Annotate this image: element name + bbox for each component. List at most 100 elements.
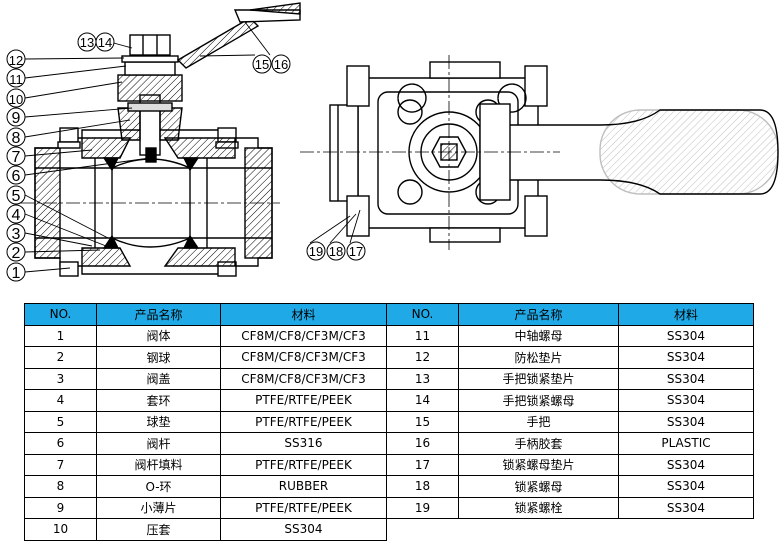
cell-material: PTFE/RTFE/PEEK [220, 496, 387, 519]
cell-no: 15 [386, 410, 459, 433]
callout-numbers-left: 1 2 3 4 5 6 7 8 9 10 11 12 13 14 15 16 [9, 35, 288, 282]
callout-16 [271, 54, 291, 74]
callout-1-label: 1 [12, 265, 21, 282]
cell-no: 12 [386, 346, 459, 369]
cell-no: 17 [386, 453, 459, 476]
cell-material: PTFE/RTFE/PEEK [220, 389, 387, 412]
cell-material: SS304 [618, 324, 754, 347]
callout-12 [6, 49, 26, 69]
cell-name: 手把锁紧垫片 [458, 367, 619, 390]
cell-no: 14 [386, 389, 459, 412]
cell-name: 阀杆填料 [96, 453, 221, 476]
callout-17-label: 17 [349, 244, 363, 259]
cell-name: 压套 [96, 518, 221, 541]
cell-name: 手把锁紧螺母 [458, 389, 619, 412]
cell-material: SS316 [220, 432, 387, 455]
callout-17 [346, 241, 366, 261]
callout-10 [6, 88, 26, 108]
table-header-row: NO. 产品名称 材料 [386, 303, 754, 326]
cell-name: 套环 [96, 389, 221, 412]
callout-15-label: 15 [255, 57, 269, 72]
callout-18-label: 18 [329, 244, 343, 259]
cell-material: RUBBER [220, 475, 387, 498]
cell-name: 阀杆 [96, 432, 221, 455]
cell-no: 19 [386, 496, 459, 519]
cell-material: SS304 [618, 496, 754, 519]
callout-15 [252, 54, 272, 74]
cell-name: 锁紧螺母 [458, 475, 619, 498]
callout-11 [6, 68, 26, 88]
callout-13-label: 13 [80, 35, 94, 50]
header-material: 材料 [220, 303, 387, 326]
cell-material: PTFE/RTFE/PEEK [220, 453, 387, 476]
valve-drawing: 1 2 3 4 5 6 7 8 9 10 11 12 13 14 15 16 [6, 2, 779, 282]
callout-8 [6, 127, 26, 147]
cell-no: 13 [386, 367, 459, 390]
cell-name: 球垫 [96, 410, 221, 433]
callout-8-label: 8 [12, 130, 21, 147]
callout-2 [6, 242, 26, 262]
callout-3 [6, 223, 26, 243]
cell-material: CF8M/CF8/CF3M/CF3 [220, 367, 387, 390]
callout-2-label: 2 [12, 245, 21, 262]
cell-no: 11 [386, 324, 459, 347]
callout-numbers-right: 17 18 19 [309, 244, 363, 259]
cell-no: 4 [24, 389, 97, 412]
cell-material: SS304 [618, 346, 754, 369]
cell-no: 1 [24, 324, 97, 347]
cell-material: PTFE/RTFE/PEEK [220, 410, 387, 433]
header-no: NO. [24, 303, 97, 326]
cell-name: 钢球 [96, 346, 221, 369]
cell-no: 18 [386, 475, 459, 498]
callout-4 [6, 204, 26, 224]
callout-4-label: 4 [12, 207, 21, 224]
header-material: 材料 [618, 303, 754, 326]
cell-no: 5 [24, 410, 97, 433]
cell-name: 锁紧螺栓 [458, 496, 619, 519]
cell-material: SS304 [618, 475, 754, 498]
callout-3-label: 3 [12, 226, 21, 243]
callout-7 [6, 146, 26, 166]
section-view [20, 2, 301, 277]
cell-name: 小薄片 [96, 496, 221, 519]
cell-no: 8 [24, 475, 97, 498]
cell-name: 防松垫片 [458, 346, 619, 369]
cell-name: 阀盖 [96, 367, 221, 390]
callout-leaders-left [24, 21, 271, 273]
callout-5-label: 5 [12, 188, 21, 205]
cell-name: 中轴螺母 [458, 324, 619, 347]
cell-no: 10 [24, 518, 97, 541]
callout-11-label: 11 [9, 72, 23, 87]
cell-no: 6 [24, 432, 97, 455]
cell-no: 16 [386, 432, 459, 455]
callout-19-label: 19 [309, 244, 323, 259]
callout-1 [6, 262, 26, 282]
cell-no: 2 [24, 346, 97, 369]
callout-12-label: 12 [9, 53, 23, 68]
cell-material: CF8M/CF8/CF3M/CF3 [220, 324, 387, 347]
cell-name: 阀体 [96, 324, 221, 347]
cell-material: CF8M/CF8/CF3M/CF3 [220, 346, 387, 369]
header-name: 产品名称 [96, 303, 221, 326]
cell-material: SS304 [220, 518, 387, 541]
header-no: NO. [386, 303, 459, 326]
callout-7-label: 7 [12, 149, 21, 166]
